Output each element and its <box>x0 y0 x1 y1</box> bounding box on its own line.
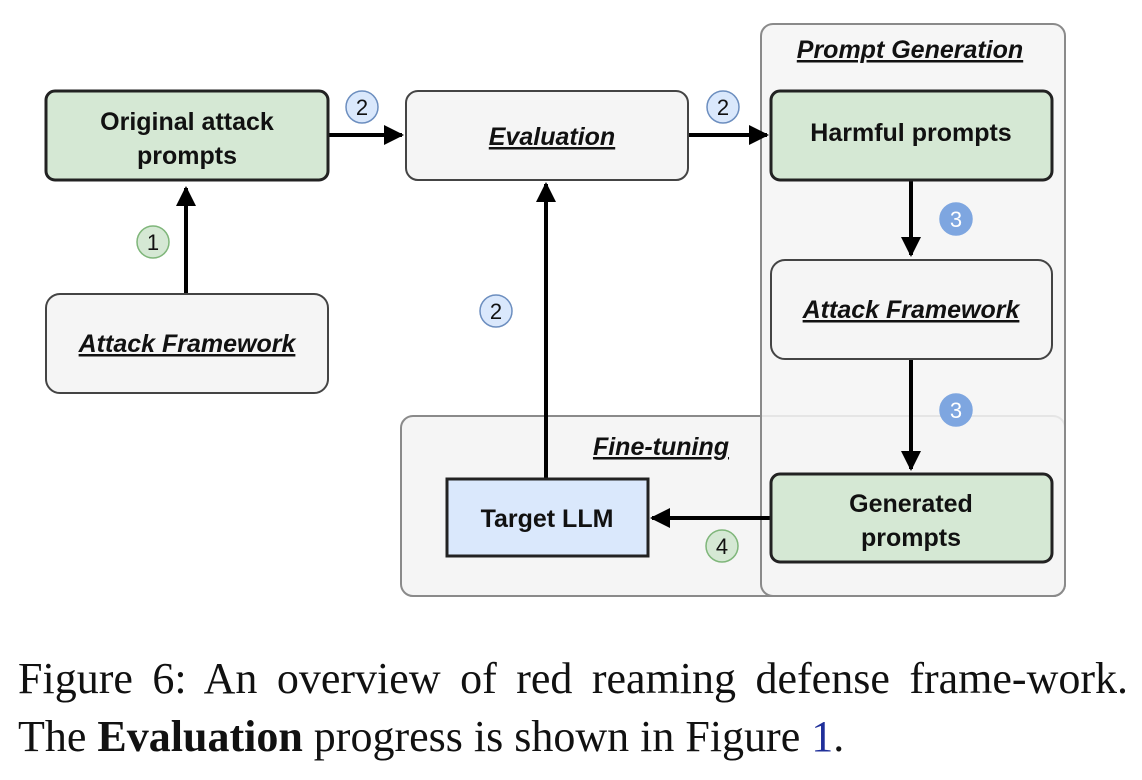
step-badge-1: 1 <box>136 225 170 259</box>
node-target-llm: Target LLM <box>445 477 650 558</box>
generated-prompts-line1: Generated <box>849 490 973 518</box>
svg-text:3: 3 <box>950 398 962 423</box>
prompt-generation-title: Prompt Generation <box>797 36 1023 64</box>
attack-framework-right-label: Attack Framework <box>802 296 1021 324</box>
caption-suffix: . <box>833 712 845 761</box>
step-badge-2-top-left: 2 <box>345 90 379 124</box>
evaluation-label: Evaluation <box>489 123 615 151</box>
original-attack-prompts-line1: Original attack <box>100 108 274 136</box>
node-generated-prompts: Generated prompts <box>769 472 1054 564</box>
fine-tuning-title: Fine-tuning <box>593 433 729 461</box>
attack-framework-left-label: Attack Framework <box>78 330 297 358</box>
figure-caption: Figure 6: An overview of red reaming def… <box>18 650 1128 766</box>
harmful-prompts-label: Harmful prompts <box>810 119 1011 147</box>
caption-middle: progress is shown in Figure <box>302 712 812 761</box>
framework-diagram: Prompt Generation Fine-tuning Original a… <box>44 23 1066 597</box>
svg-text:2: 2 <box>490 299 502 324</box>
svg-text:3: 3 <box>950 207 962 232</box>
svg-text:2: 2 <box>717 95 729 120</box>
node-harmful-prompts: Harmful prompts <box>769 89 1054 182</box>
generated-prompts-line2: prompts <box>861 524 961 552</box>
node-attack-framework-right: Attack Framework <box>770 259 1053 360</box>
step-badge-3-upper: 3 <box>939 202 973 236</box>
step-badge-3-lower: 3 <box>939 393 973 427</box>
node-original-attack-prompts: Original attack prompts <box>44 89 330 182</box>
caption-prefix: Figure 6: An overview of red reaming def… <box>18 654 1128 761</box>
step-badge-4: 4 <box>705 529 739 563</box>
step-badge-2-top-right: 2 <box>706 90 740 124</box>
original-attack-prompts-line2: prompts <box>137 142 237 170</box>
node-attack-framework-left: Attack Framework <box>45 293 329 394</box>
svg-text:4: 4 <box>716 534 728 559</box>
target-llm-label: Target LLM <box>481 505 614 533</box>
svg-text:2: 2 <box>356 95 368 120</box>
node-evaluation: Evaluation <box>405 90 689 181</box>
caption-bold: Evaluation <box>97 712 303 761</box>
figure-reference-link[interactable]: 1 <box>811 712 834 761</box>
svg-text:1: 1 <box>147 230 159 255</box>
step-badge-2-middle: 2 <box>479 294 513 328</box>
